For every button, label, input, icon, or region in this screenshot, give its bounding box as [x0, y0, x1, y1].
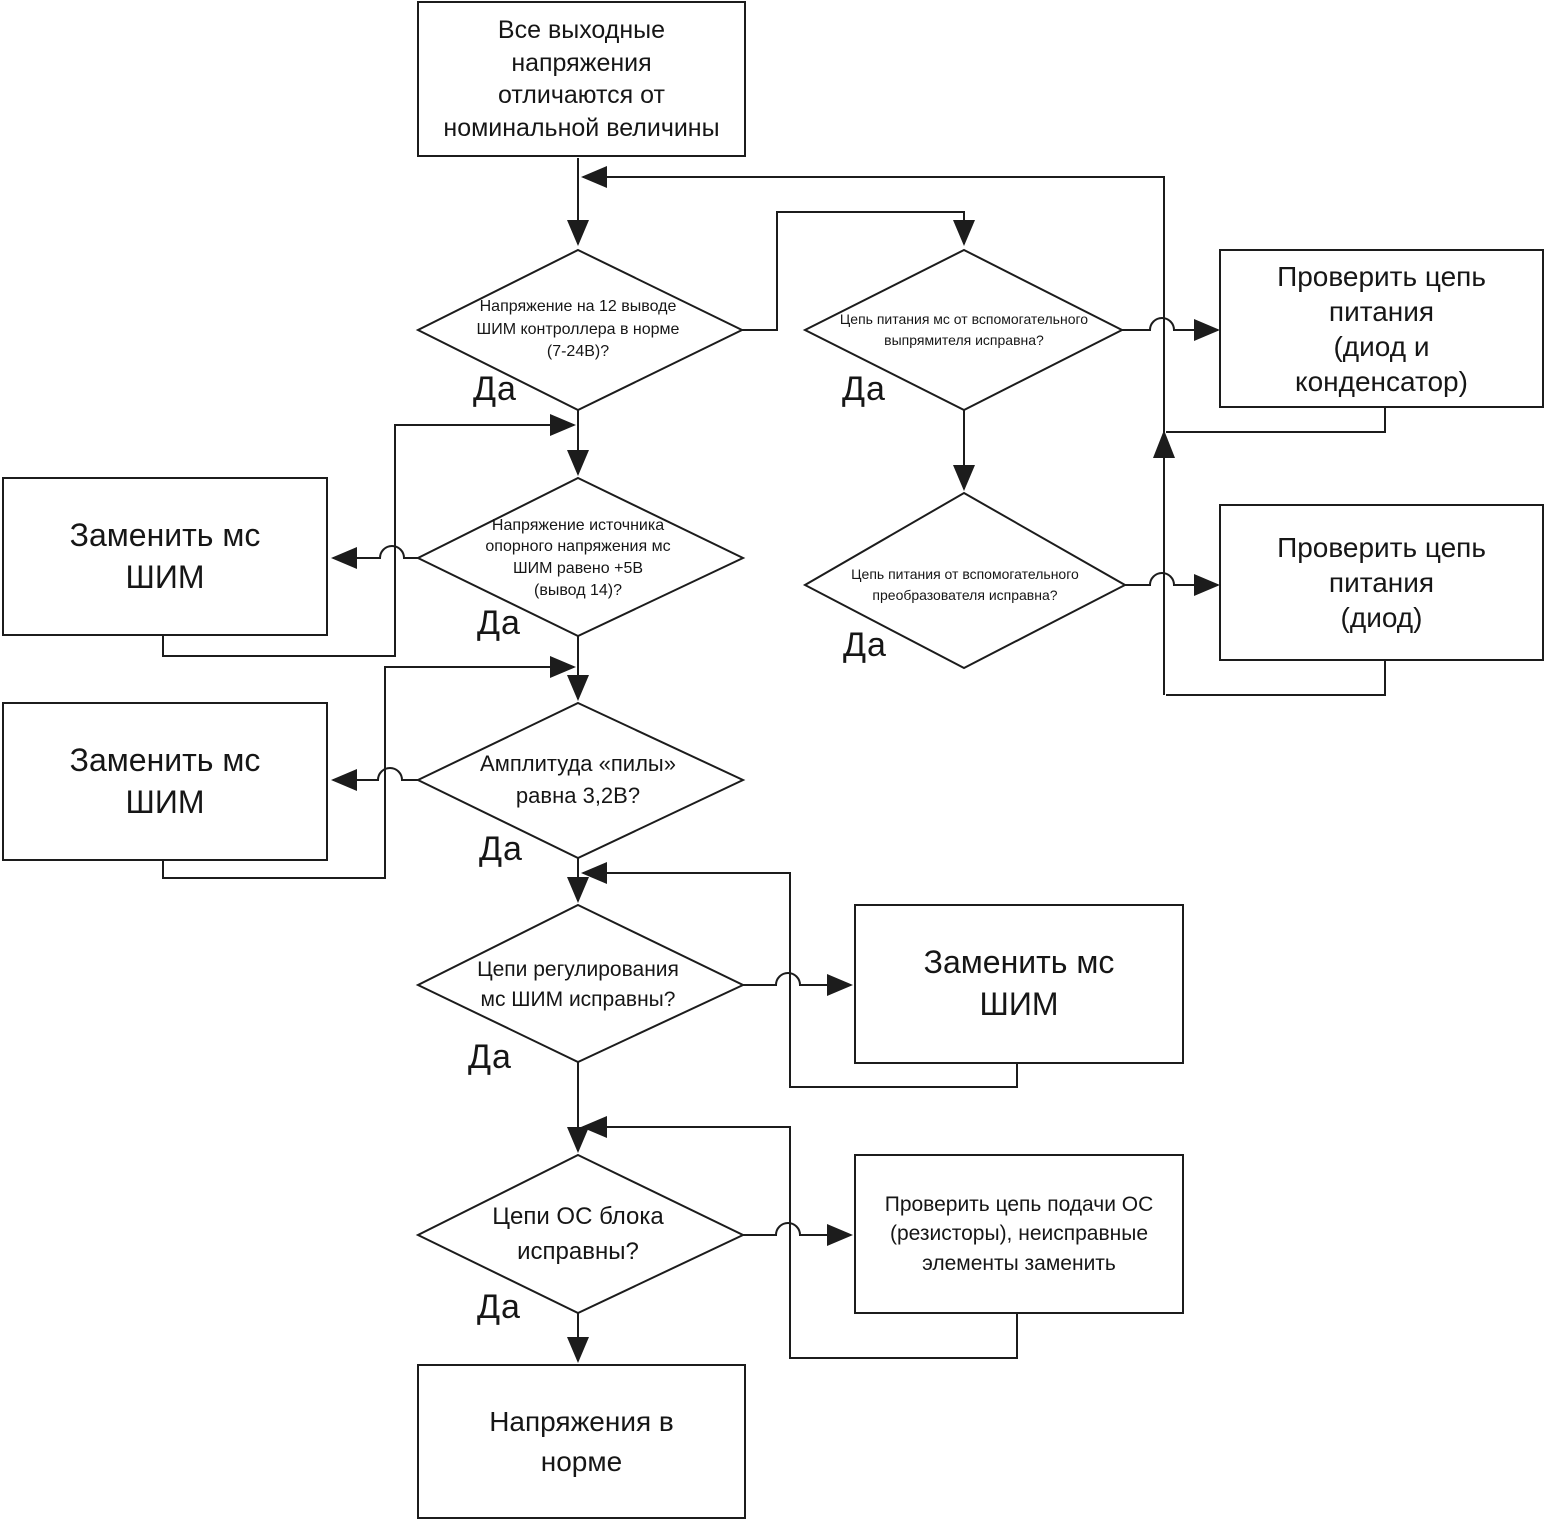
node-check-supply-diode-cap: Проверить цепь питания (диод и конденсат… [1277, 260, 1486, 397]
q5-diamond-shape [415, 701, 746, 860]
edge-q1-to-q2 [742, 211, 975, 331]
node-q-saw-amplitude: Амплитуда «пилы» равна 3,2В? [480, 751, 676, 808]
yes-label-q1: Да [473, 370, 517, 408]
q3-diamond-shape [415, 476, 746, 638]
yes-label-q4: Да [843, 626, 887, 664]
q2-diamond-shape [802, 248, 1125, 412]
node-replace-pwm-1: Заменить мс ШИМ [69, 516, 261, 595]
replace3-box-shape [854, 904, 1184, 1064]
edge-replace1-return [162, 414, 576, 657]
yes-label-q6: Да [468, 1038, 512, 1076]
replace1-box-shape [2, 477, 328, 636]
q7-diamond-shape [415, 1153, 746, 1315]
node-check-feedback-circuit: Проверить цепь подачи ОС (резисторы), не… [884, 1192, 1154, 1275]
edge-q3-to-replace1 [331, 545, 418, 569]
edge-q7-to-check3 [743, 1222, 853, 1246]
node-q-ref-voltage-5v: Напряжение источника опорного напряжения… [485, 516, 671, 599]
edge-q5-to-replace2 [331, 767, 418, 791]
node-replace-pwm-2: Заменить мс ШИМ [69, 741, 261, 820]
q6-diamond-shape [415, 903, 746, 1064]
q1-diamond-shape [415, 248, 745, 412]
edge-replace2-return [162, 656, 576, 879]
check1-box-shape [1219, 249, 1544, 408]
end-box-shape [417, 1364, 746, 1519]
node-q-feedback-circuits: Цепи ОС блока исправны? [492, 1203, 664, 1265]
yes-label-q5: Да [479, 830, 523, 868]
yes-label-q2: Да [842, 370, 886, 408]
edge-check2-return [1166, 660, 1386, 696]
edge-q2-to-check1 [1122, 317, 1220, 341]
node-q-regulation-circuits: Цепи регулирования мс ШИМ исправны? [477, 957, 679, 1011]
edge-check3-return [581, 1116, 1018, 1359]
yes-label-q3: Да [477, 604, 521, 642]
check3-box-shape [854, 1154, 1184, 1314]
node-q-aux-rectifier-supply: Цепь питания мс от вспомогательного выпр… [839, 311, 1089, 348]
edge-q4-to-check2 [1125, 572, 1220, 596]
check2-box-shape [1219, 504, 1544, 661]
node-q-aux-converter-supply: Цепь питания от вспомогательного преобра… [851, 566, 1079, 603]
merge-up-arrowhead [1153, 430, 1175, 458]
node-start: Все выходные напряжения отличаются от но… [443, 16, 720, 142]
replace2-box-shape [2, 702, 328, 861]
edge-return-right-main [581, 166, 1165, 695]
node-end: Напряжения в норме [489, 1406, 674, 1477]
node-replace-pwm-3: Заменить мс ШИМ [923, 944, 1115, 1022]
edge-q6-to-replace3 [743, 972, 853, 996]
q4-diamond-shape [802, 491, 1128, 670]
yes-label-q7: Да [477, 1288, 521, 1326]
node-q-pin12-voltage: Напряжение на 12 выводе ШИМ контроллера … [476, 298, 680, 361]
start-box-shape [417, 1, 746, 157]
edge-check1-return [1166, 407, 1386, 433]
node-check-supply-diode: Проверить цепь питания (диод) [1277, 532, 1486, 633]
edge-replace3-return [581, 862, 1018, 1088]
